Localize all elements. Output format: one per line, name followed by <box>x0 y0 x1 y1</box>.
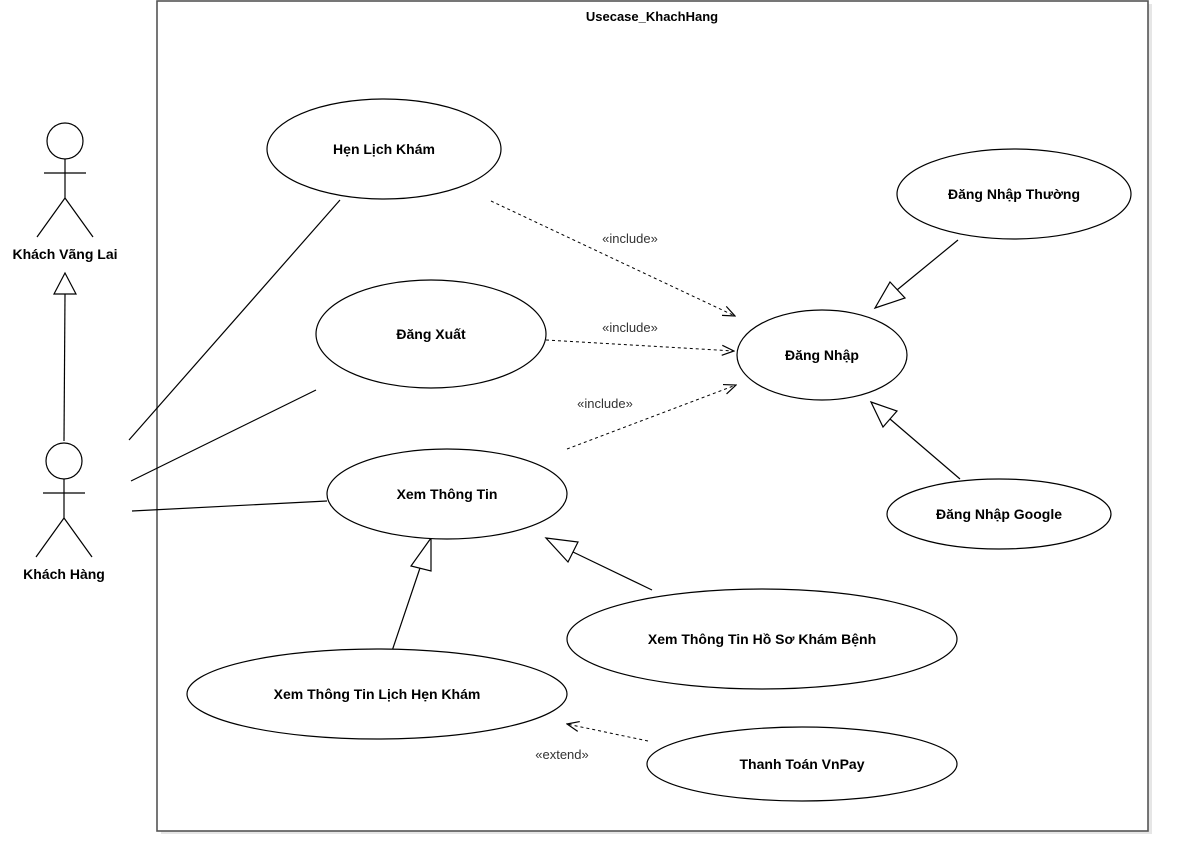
usecase-view-appointment-info[interactable]: Xem Thông Tin Lịch Hẹn Khám <box>186 648 568 740</box>
usecase-book-appointment-label: Hẹn Lịch Khám <box>333 141 435 157</box>
usecase-book-appointment[interactable]: Hẹn Lịch Khám <box>266 98 502 200</box>
generalization-google-login <box>889 418 961 480</box>
generalization-google-arrowhead <box>869 400 899 429</box>
usecase-view-info[interactable]: Xem Thông Tin <box>326 448 568 540</box>
usecase-vnpay-payment[interactable]: Thanh Toán VnPay <box>646 726 958 802</box>
generalization-normal-arrowhead <box>873 280 907 310</box>
include-label-2: «include» <box>602 320 658 335</box>
include-label-3: «include» <box>577 396 633 411</box>
extend-vnpay-appointment <box>567 724 649 742</box>
usecase-logout[interactable]: Đăng Xuất <box>315 279 547 389</box>
system-title: Usecase_KhachHang <box>586 9 718 24</box>
include-viewinfo-login <box>566 385 736 450</box>
generalization-normal-login <box>896 239 959 291</box>
usecase-view-medical-record[interactable]: Xem Thông Tin Hồ Sơ Khám Bệnh <box>566 588 958 690</box>
include-label-1: «include» <box>602 231 658 246</box>
generalization-arrowhead <box>53 271 77 295</box>
usecase-login-google[interactable]: Đăng Nhập Google <box>886 478 1112 550</box>
actor-guest-label: Khách Vãng Lai <box>12 246 117 262</box>
generalization-appointment-arrowhead <box>409 536 432 572</box>
actor-customer-label: Khách Hàng <box>23 566 105 582</box>
usecase-login-normal[interactable]: Đăng Nhập Thường <box>896 148 1132 240</box>
usecase-login-google-label: Đăng Nhập Google <box>936 506 1062 522</box>
association-customer-viewinfo <box>131 500 328 512</box>
extend-label: «extend» <box>535 747 589 762</box>
usecase-vnpay-payment-label: Thanh Toán VnPay <box>740 756 865 772</box>
generalization-appointment-viewinfo <box>391 567 421 652</box>
association-customer-book <box>128 199 341 441</box>
include-logout-login <box>545 339 734 351</box>
usecase-view-appointment-info-label: Xem Thông Tin Lịch Hẹn Khám <box>274 686 481 702</box>
generalization-record-arrowhead <box>544 537 579 564</box>
association-customer-logout <box>130 389 317 482</box>
usecase-view-info-label: Xem Thông Tin <box>397 486 498 502</box>
usecase-login[interactable]: Đăng Nhập <box>736 309 908 401</box>
usecase-login-label: Đăng Nhập <box>785 347 859 363</box>
actor-customer[interactable] <box>35 442 93 558</box>
usecase-view-medical-record-label: Xem Thông Tin Hồ Sơ Khám Bệnh <box>648 631 876 647</box>
usecase-login-normal-label: Đăng Nhập Thường <box>948 186 1080 202</box>
include-book-login <box>490 200 735 316</box>
actor-guest[interactable] <box>36 122 94 238</box>
generalization-record-viewinfo <box>572 551 653 591</box>
generalization-customer-guest <box>63 293 66 442</box>
usecase-logout-label: Đăng Xuất <box>396 326 466 342</box>
